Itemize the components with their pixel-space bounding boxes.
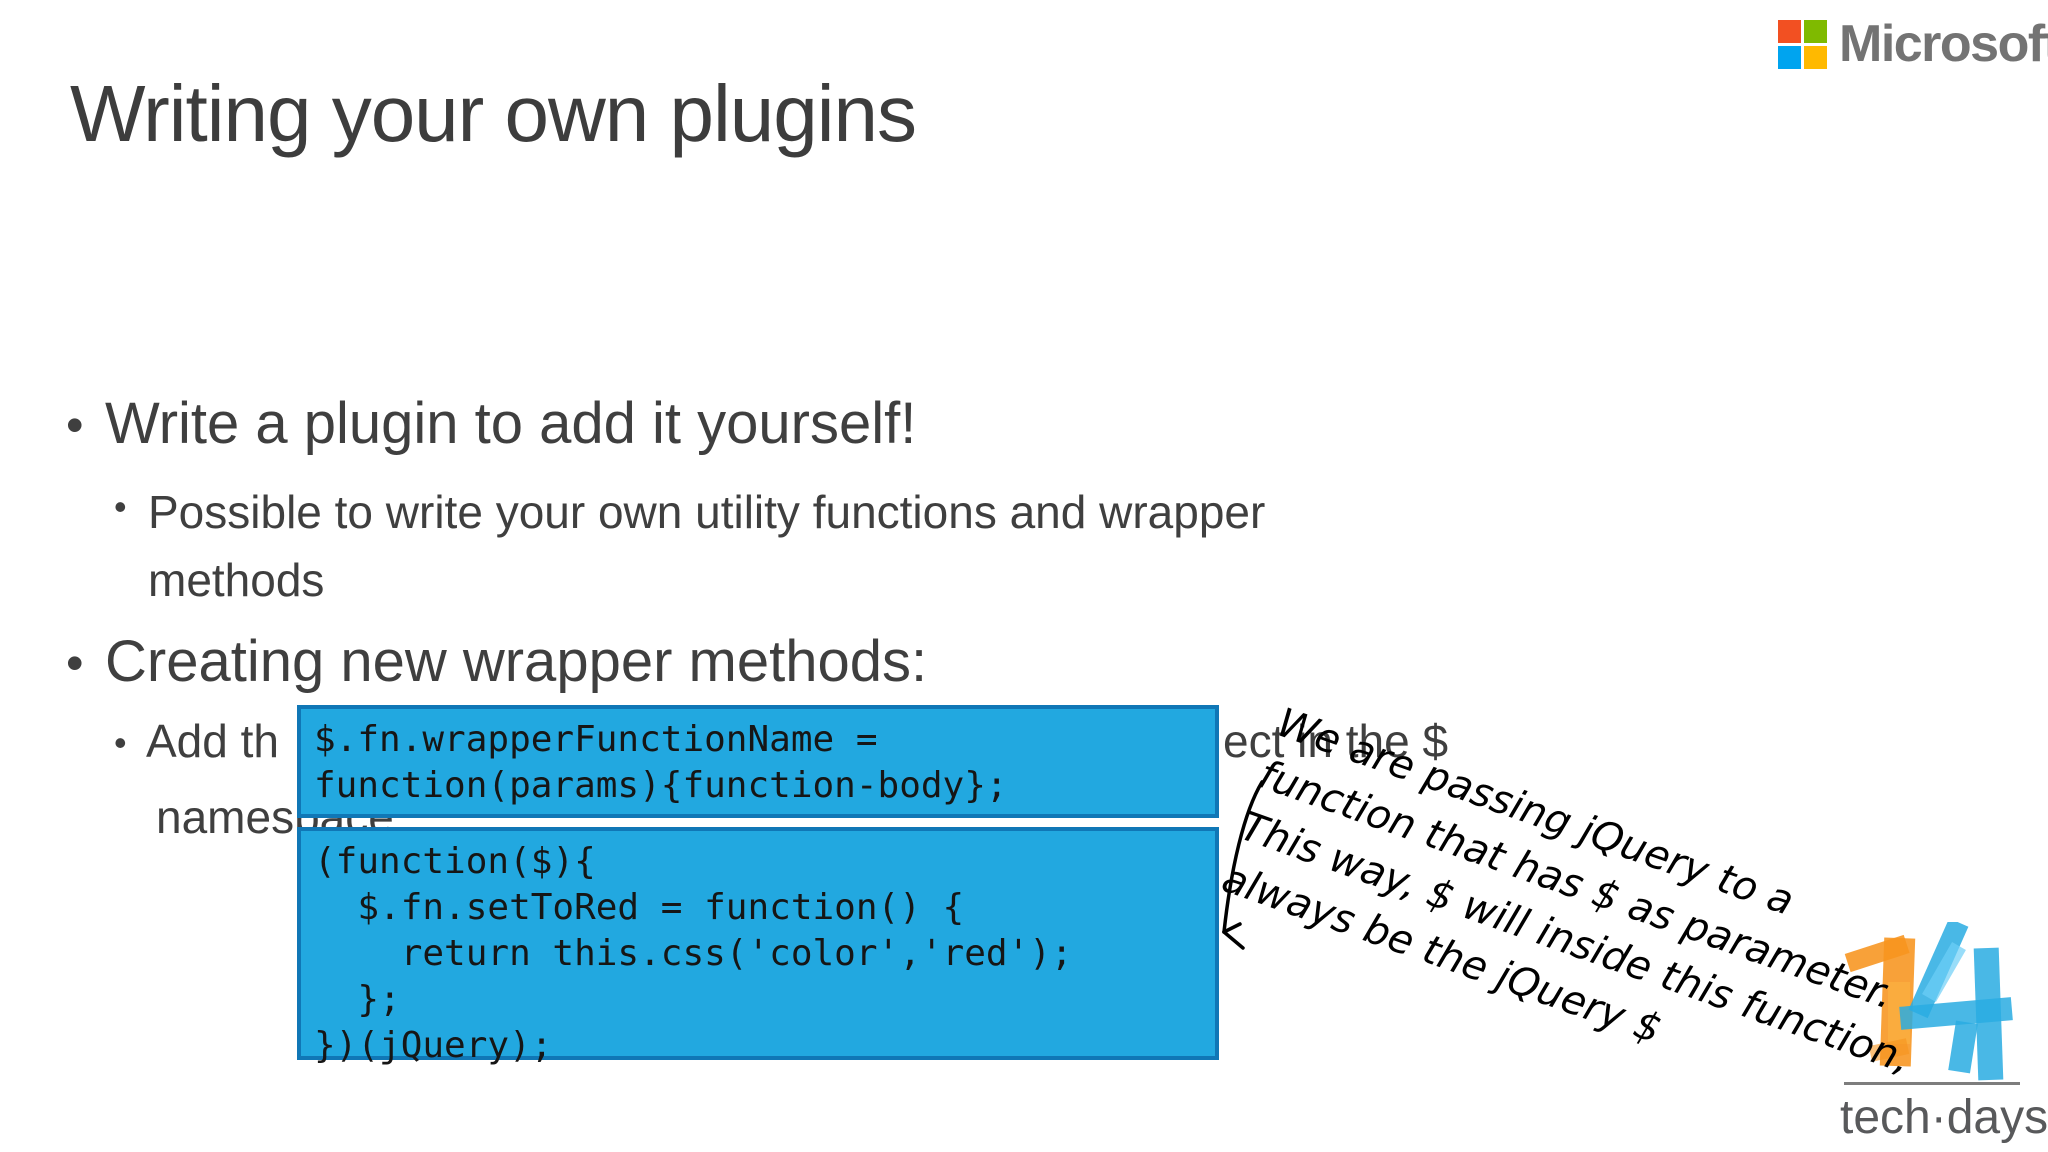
techdays-logo: tech·days bbox=[1836, 918, 2048, 1144]
techdays-wordmark: tech·days bbox=[1840, 1091, 2048, 1144]
code-line: $.fn.setToRed = function() { bbox=[314, 887, 965, 928]
sub-bullet2-left-fragment: Add th bbox=[146, 715, 279, 767]
techdays-rule bbox=[1844, 1082, 2020, 1085]
code-box-settored-example: (function($){ $.fn.setToRed = function()… bbox=[297, 827, 1219, 1066]
ms-square-yellow bbox=[1804, 45, 1827, 69]
slide-title: Writing your own plugins bbox=[70, 69, 917, 158]
sub-bullet1-text: Possible to write your own utility funct… bbox=[148, 478, 1265, 614]
ms-square-green bbox=[1804, 19, 1827, 43]
bullet2-text: Creating new wrapper methods: bbox=[105, 629, 928, 694]
code-line: })(jQuery); bbox=[314, 1025, 553, 1066]
ms-square-blue bbox=[1778, 45, 1801, 69]
microsoft-logo-icon bbox=[1778, 19, 1827, 69]
microsoft-wordmark: Microsoft bbox=[1839, 15, 2048, 73]
techdays-14-icon bbox=[1844, 918, 2013, 1081]
bullet1-text: Write a plugin to add it yourself! bbox=[105, 391, 917, 456]
bullet-icon: • bbox=[66, 635, 84, 691]
ms-square-red bbox=[1778, 19, 1801, 43]
code-line: $.fn.wrapperFunctionName = bbox=[314, 719, 878, 760]
sub-bullet2-right-fragment: ect in the $ bbox=[1223, 715, 1449, 767]
code-line: function(params){function-body}; bbox=[314, 765, 1008, 806]
sub-bullet1-line1: Possible to write your own utility funct… bbox=[148, 486, 1266, 538]
code-box-wrapper-syntax: $.fn.wrapperFunctionName = function(para… bbox=[297, 705, 1219, 818]
code-line: }; bbox=[314, 979, 401, 1020]
bullet-icon: • bbox=[114, 722, 127, 763]
code-line: return this.css('color','red'); bbox=[314, 933, 1073, 974]
code-line: (function($){ bbox=[314, 841, 596, 882]
sub-bullet1-line2: methods bbox=[148, 554, 325, 606]
bullet-icon: • bbox=[66, 397, 84, 453]
handwritten-annotation: We are passing jQuery to a function that… bbox=[1215, 696, 1955, 1140]
microsoft-logo: Microsoft bbox=[1778, 14, 2048, 74]
bullet-icon: • bbox=[114, 486, 127, 527]
